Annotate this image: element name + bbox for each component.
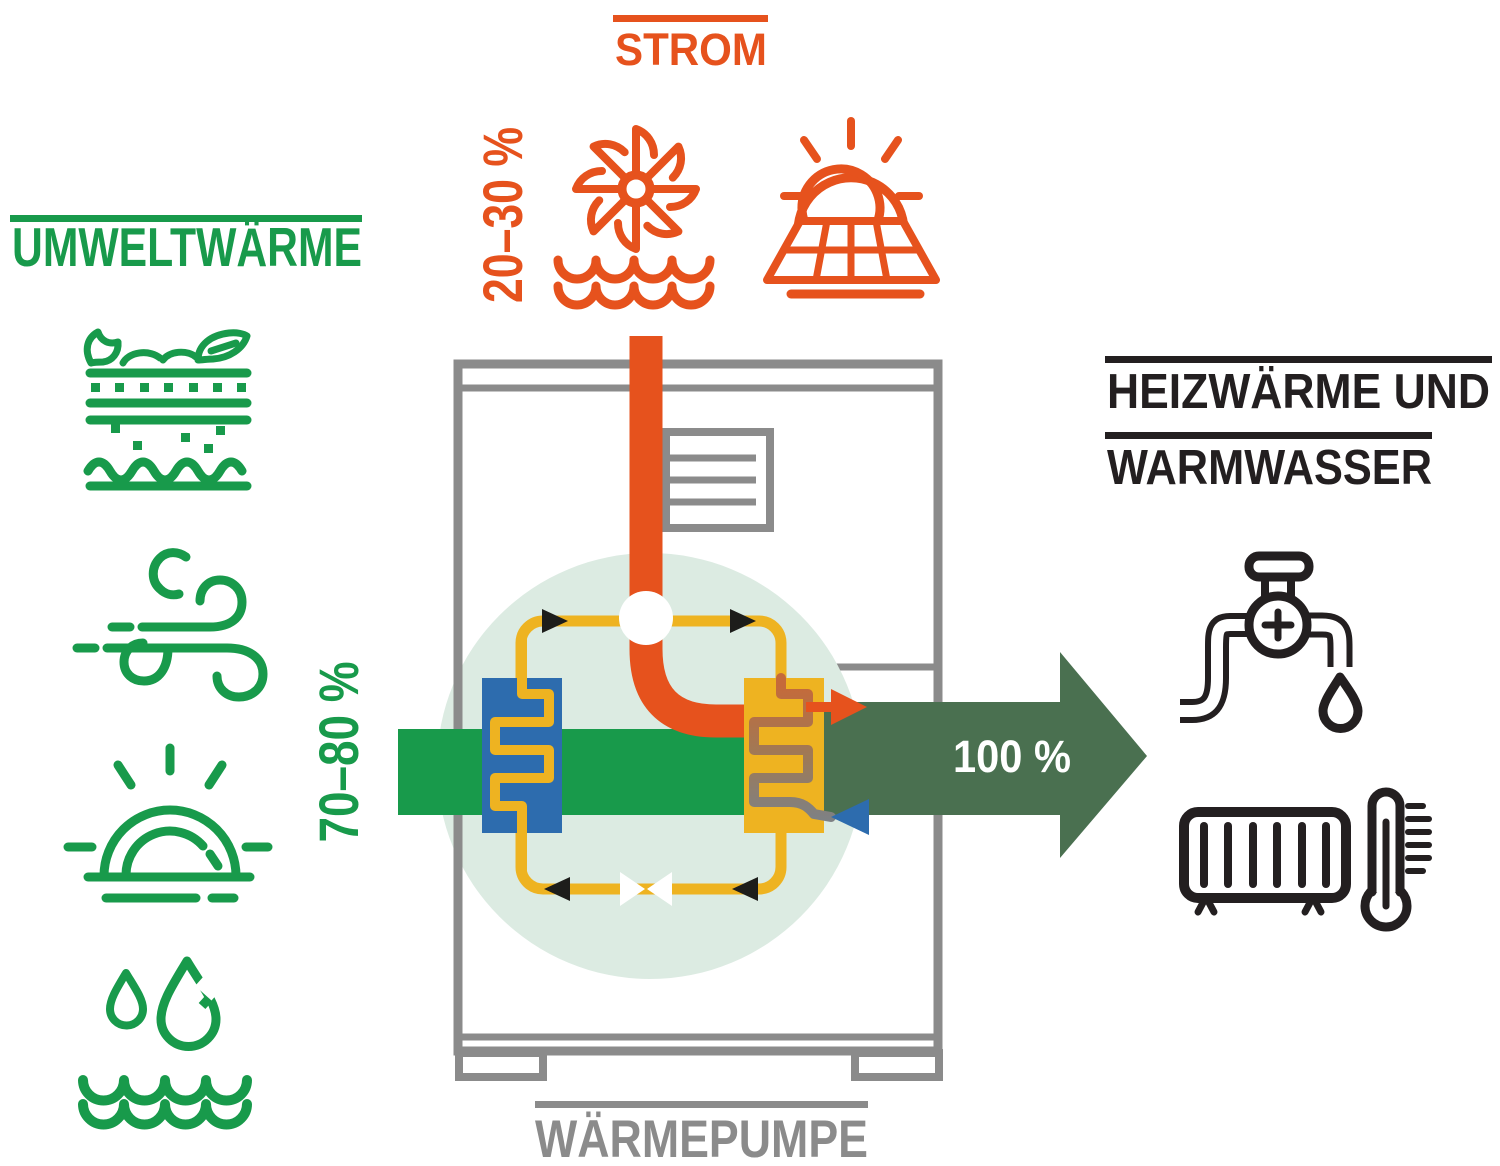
cold-water-return-arrow: [831, 799, 869, 835]
drop-highlight-dot: [198, 996, 212, 1010]
sun-icon: [63, 743, 273, 903]
unit-foot-left: [455, 1049, 547, 1081]
hot-water-tap-icon: [1180, 551, 1363, 733]
output-heading-rule-2: [1105, 432, 1432, 439]
left-heading: UMWELTWÄRME: [12, 216, 362, 278]
ground-heat-icon: [83, 328, 252, 491]
heat-pump-unit-outline: [453, 359, 943, 1081]
top-heading-rule: [613, 15, 768, 22]
output-heading-line2: WARMWASSER: [1107, 441, 1432, 495]
unit-foot-right: [851, 1049, 943, 1081]
electricity-pipe: [629, 336, 744, 738]
groundwater-icon: [78, 956, 252, 1130]
hot-water-out-arrow: [831, 689, 867, 725]
output-heading-rule-1: [1105, 356, 1492, 363]
pump-label-rule: [535, 1101, 868, 1108]
wind-icon: [72, 548, 268, 702]
output-arrow: 100 %: [820, 652, 1147, 858]
output-share-label: 100 %: [953, 731, 1071, 782]
loop-direction-arrows: [542, 609, 758, 901]
condenser-coil: [749, 673, 836, 822]
vent-grille-icon: [662, 428, 774, 532]
thermometer-icon: [1360, 787, 1432, 932]
compressor-circle: [619, 591, 673, 645]
radiator-icon: [1179, 807, 1351, 916]
expansion-valve-icon: [620, 872, 672, 906]
left-heading-rule: [10, 215, 362, 222]
evaporator-coil: [490, 635, 554, 875]
top-share-label: 20–30 %: [471, 127, 534, 303]
solar-panel-icon: [763, 117, 940, 299]
pump-label: WÄRMEPUMPE: [535, 1110, 868, 1166]
output-heading-line1: HEIZWÄRME UND: [1107, 365, 1490, 419]
hydro-turbine-icon: [553, 125, 715, 310]
top-heading: STROM: [615, 24, 767, 75]
drop-highlight-gap: [195, 976, 221, 1001]
left-share-label: 70–80 %: [307, 662, 370, 843]
